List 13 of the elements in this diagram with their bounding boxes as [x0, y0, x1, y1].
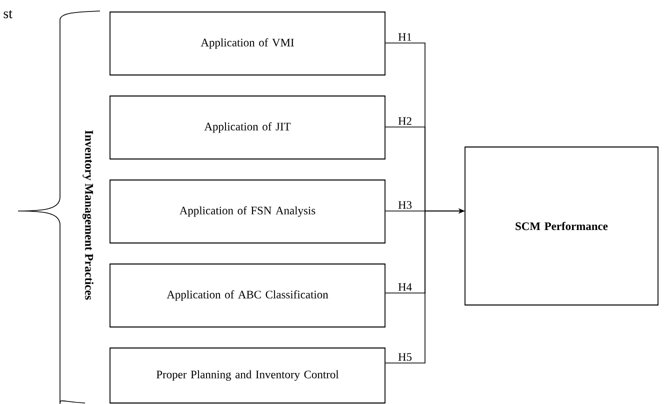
- edge-label: H5: [398, 353, 412, 361]
- process-box: Proper Planning and Inventory Control: [110, 348, 386, 404]
- process-box: Application of VMI: [110, 12, 386, 76]
- edge-label: H3: [398, 201, 412, 209]
- process-box: Application of ABC Classification: [110, 264, 386, 328]
- process-box: Application of JIT: [110, 96, 386, 160]
- process-box: SCM Performance: [464, 146, 658, 306]
- fragment-text: st: [4, 10, 12, 18]
- edge-label: H1: [398, 33, 412, 41]
- edge-label: H2: [398, 117, 412, 125]
- process-box: Application of FSN Analysis: [110, 180, 386, 244]
- edge-label: H4: [398, 283, 412, 291]
- group-title: Inventory Management Practices: [82, 130, 94, 300]
